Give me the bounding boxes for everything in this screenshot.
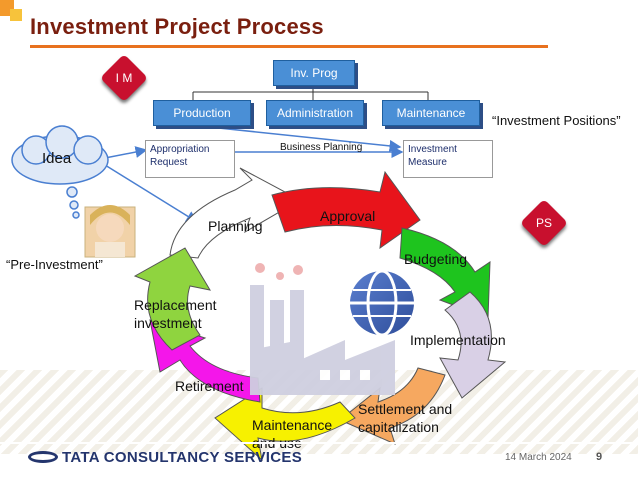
maintenance-label: Maintenance and use bbox=[252, 416, 332, 452]
idea-label: Idea bbox=[42, 150, 72, 167]
implementation-segment bbox=[439, 291, 507, 399]
title-underline bbox=[30, 45, 548, 48]
inv-prog-box: Inv. Prog bbox=[273, 60, 355, 86]
appropriation-line2: Request bbox=[150, 157, 188, 168]
ps-badge: PS bbox=[519, 198, 569, 248]
corner-decoration-small bbox=[10, 9, 22, 21]
administration-box: Administration bbox=[266, 100, 364, 126]
business-planning-label: Business Planning bbox=[280, 142, 363, 153]
replacement-segment bbox=[133, 247, 212, 351]
planning-segment bbox=[169, 167, 302, 259]
investment-measure-line1: Investment bbox=[408, 144, 457, 155]
settlement-line1: Settlement and bbox=[358, 401, 453, 417]
tcs-logo-icon bbox=[28, 451, 58, 463]
approval-segment bbox=[271, 170, 421, 250]
appropriation-line1: Appropriation bbox=[150, 144, 210, 155]
retirement-label: Retirement bbox=[175, 378, 244, 394]
org-chart-connectors bbox=[192, 84, 429, 100]
person-portrait bbox=[84, 205, 136, 258]
implementation-label: Implementation bbox=[410, 332, 506, 348]
settlement-segment bbox=[339, 367, 446, 445]
budgeting-label: Budgeting bbox=[404, 251, 468, 267]
maintenance-line1: Maintenance bbox=[252, 417, 333, 433]
factory-illustration bbox=[250, 263, 395, 395]
settlement-label: Settlement and capitalization bbox=[358, 400, 452, 436]
replacement-line2: investment bbox=[134, 315, 202, 331]
replacement-line1: Replacement bbox=[134, 297, 217, 313]
settlement-line2: capitalization bbox=[358, 419, 439, 435]
appropriation-request-doc: Appropriation Request bbox=[145, 140, 235, 178]
flow-arrows bbox=[104, 124, 404, 223]
footer-divider bbox=[0, 442, 638, 444]
production-box: Production bbox=[153, 100, 251, 126]
globe-icon bbox=[350, 269, 414, 337]
planning-label: Planning bbox=[208, 218, 263, 234]
im-badge: I M bbox=[99, 53, 149, 103]
investment-positions-label: “Investment Positions” bbox=[492, 113, 621, 128]
footer-date: 14 March 2024 bbox=[505, 452, 572, 463]
investment-measure-line2: Measure bbox=[408, 157, 447, 168]
investment-measure-doc: Investment Measure bbox=[403, 140, 493, 178]
approval-label: Approval bbox=[320, 208, 376, 224]
company-name: TATA CONSULTANCY SERVICES bbox=[62, 449, 303, 466]
im-badge-label: I M bbox=[115, 71, 133, 85]
maintenance-box: Maintenance bbox=[382, 100, 480, 126]
idea-cloud-icon bbox=[11, 125, 109, 219]
ps-badge-label: PS bbox=[535, 216, 552, 230]
replacement-label: Replacement investment bbox=[134, 296, 217, 332]
pre-investment-label: “Pre-Investment” bbox=[6, 257, 103, 272]
page-title: Investment Project Process bbox=[30, 14, 324, 39]
page-number: 9 bbox=[596, 451, 603, 463]
